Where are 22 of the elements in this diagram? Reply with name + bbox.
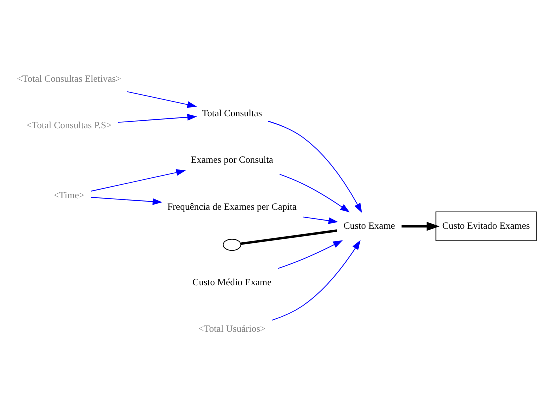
arrow <box>272 240 361 320</box>
node-text: <Total Consultas P.S> <box>26 120 112 132</box>
arrow <box>126 90 198 108</box>
arrow <box>402 222 440 231</box>
node-text: Frequência de Exames per Capita <box>168 201 297 212</box>
node-text: <Time> <box>54 190 85 202</box>
arrow <box>90 168 186 192</box>
arrow <box>302 216 338 224</box>
node-text: Custo Exame <box>344 220 396 232</box>
arrow <box>280 174 350 212</box>
arrow <box>118 114 198 123</box>
node-cloud <box>223 238 242 251</box>
node-text: <Total Consultas Eletivas> <box>17 74 122 85</box>
connector <box>240 229 338 245</box>
arrow <box>278 240 343 269</box>
arrow <box>268 120 362 213</box>
node-text: Exames por Consulta <box>191 154 274 166</box>
node-text: <Total Usuários> <box>198 323 266 334</box>
node-box: Custo Evitado Exames <box>436 211 537 241</box>
arrow <box>90 196 163 205</box>
node-text: Custo Médio Exame <box>192 276 272 288</box>
node-text: Total Consultas <box>202 108 262 120</box>
